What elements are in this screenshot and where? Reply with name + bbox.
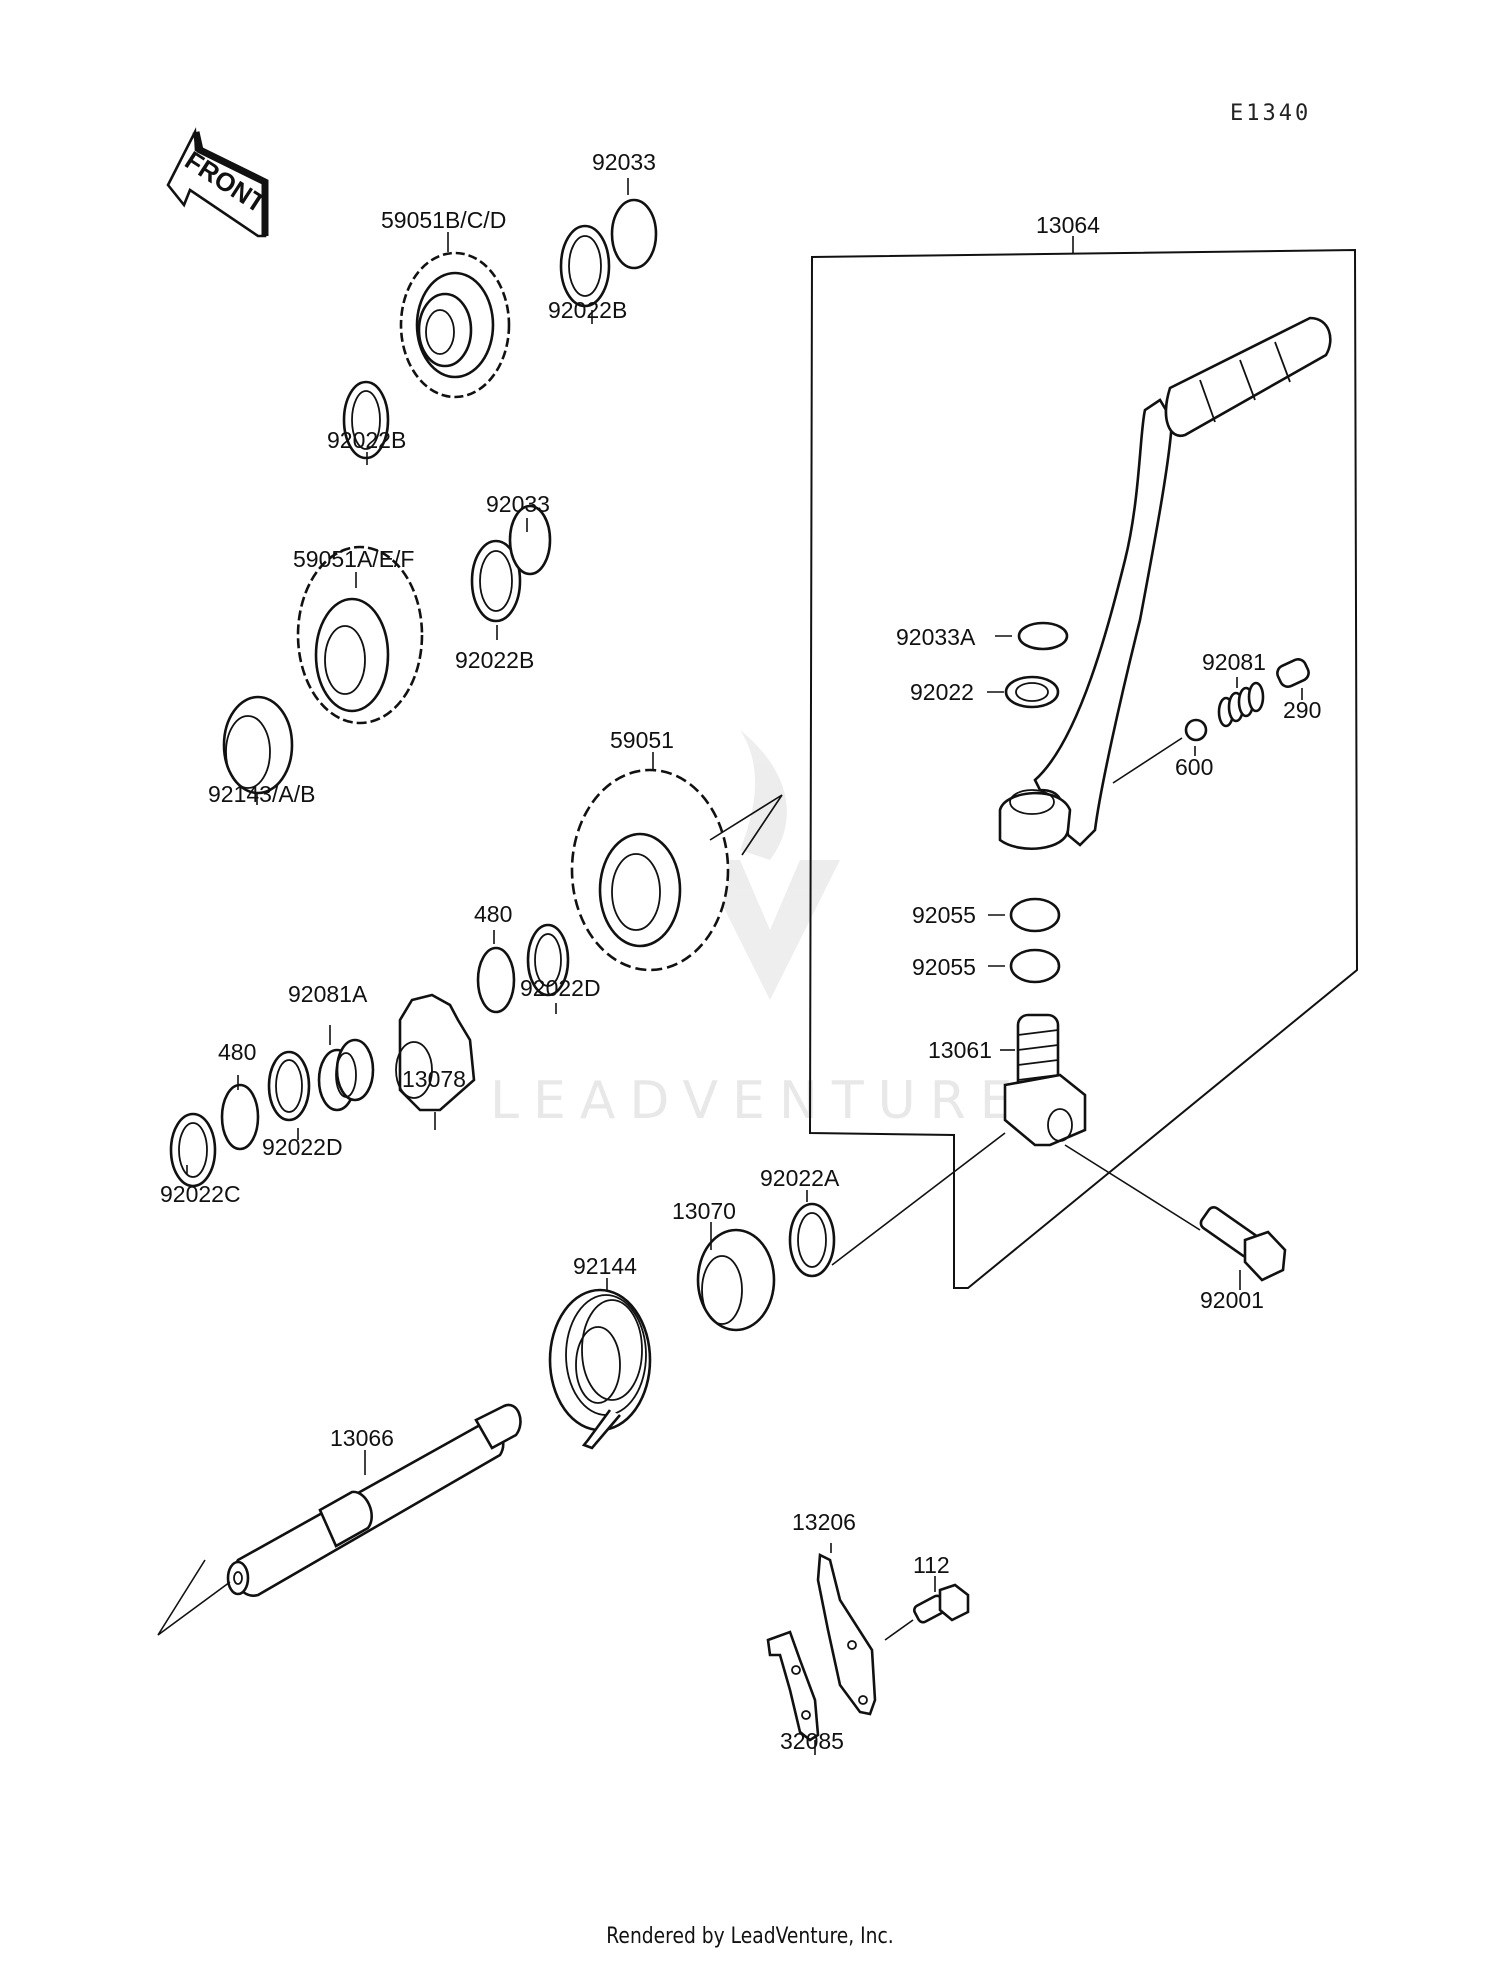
pin-290 <box>1276 658 1310 688</box>
ball-600 <box>1184 718 1208 742</box>
circlip-92033-2 <box>508 504 552 576</box>
bearing-92143 <box>222 695 294 795</box>
part-label[interactable]: 59051 <box>610 727 674 753</box>
watermark-text: LEADVENTURE <box>490 1071 1027 1131</box>
washer-92022c <box>169 1112 217 1188</box>
part-label[interactable]: 13061 <box>928 1037 992 1063</box>
part-label[interactable]: 92033 <box>592 149 656 175</box>
spring-92081a <box>317 1038 375 1112</box>
ratchet-13078 <box>395 993 476 1112</box>
part-label[interactable]: 92022B <box>327 427 406 453</box>
part-label[interactable]: 92022D <box>520 975 601 1001</box>
washer-92022a <box>788 1202 836 1278</box>
part-labels: 92033 59051B/C/D 92022B 92022B 13064 920… <box>160 149 1321 1754</box>
circlip-92033-1 <box>610 198 658 270</box>
part-label[interactable]: 92022D <box>262 1134 343 1160</box>
part-label[interactable]: 92001 <box>1200 1287 1264 1313</box>
gear-59051aef <box>296 545 424 725</box>
part-label[interactable]: 92022 <box>910 679 974 705</box>
part-label[interactable]: 13066 <box>330 1425 394 1451</box>
gear-59051 <box>570 768 730 972</box>
part-label[interactable]: 92033A <box>896 624 976 650</box>
kick-shaft-13061 <box>1003 1013 1087 1147</box>
plate-13206 <box>816 1552 877 1716</box>
part-label[interactable]: 92143/A/B <box>208 781 315 807</box>
part-label[interactable]: 92033 <box>486 491 550 517</box>
spring-92081 <box>1217 681 1265 728</box>
part-label[interactable]: 92022A <box>760 1165 840 1191</box>
part-label[interactable]: 600 <box>1175 754 1213 780</box>
washer-92022d-2 <box>267 1050 311 1122</box>
reference-code: E1340 <box>1230 101 1311 126</box>
part-label[interactable]: 92055 <box>912 902 976 928</box>
rendered-by-footer: Rendered by LeadVenture, Inc. <box>606 1924 894 1949</box>
part-label[interactable]: 13070 <box>672 1198 736 1224</box>
part-label[interactable]: 112 <box>913 1552 950 1578</box>
part-label[interactable]: 13064 <box>1036 212 1100 238</box>
plate-32085 <box>766 1630 820 1742</box>
part-label[interactable]: 92022B <box>455 647 534 673</box>
washer-92022 <box>1004 675 1060 709</box>
guide-13070 <box>696 1228 776 1332</box>
spring-92144 <box>548 1288 652 1450</box>
part-label[interactable]: 13206 <box>792 1509 856 1535</box>
part-label[interactable]: 92055 <box>912 954 976 980</box>
part-label[interactable]: 92081 <box>1202 649 1266 675</box>
bolt-112 <box>912 1583 970 1624</box>
part-label[interactable]: 92022B <box>548 297 627 323</box>
gear-59051bcd <box>399 251 511 399</box>
part-label[interactable]: 92022C <box>160 1181 241 1207</box>
part-label[interactable]: 92144 <box>573 1253 637 1279</box>
watermark: LEADVENTURE <box>490 730 1027 1131</box>
circlip-92033a <box>1017 621 1069 651</box>
part-label[interactable]: 32085 <box>780 1728 844 1754</box>
oring-92055-2 <box>1009 948 1061 984</box>
kick-pedal-lever <box>998 316 1332 851</box>
kick-pedal-assembly-box <box>808 248 1359 1289</box>
part-label[interactable]: 59051B/C/D <box>381 207 506 233</box>
circlip-480-1 <box>476 946 516 1014</box>
part-label[interactable]: 480 <box>474 901 512 927</box>
oring-92055-1 <box>1009 897 1061 933</box>
front-arrow-icon: FRONT <box>166 127 271 238</box>
part-label[interactable]: 13078 <box>402 1066 466 1092</box>
part-label[interactable]: 290 <box>1283 697 1321 723</box>
shaft-13066 <box>157 1403 522 1636</box>
part-label[interactable]: 92081A <box>288 981 368 1007</box>
bolt-92001 <box>1199 1206 1287 1282</box>
part-label[interactable]: 480 <box>218 1039 256 1065</box>
part-label[interactable]: 59051A/E/F <box>293 546 414 572</box>
circlip-480-2 <box>220 1083 260 1151</box>
